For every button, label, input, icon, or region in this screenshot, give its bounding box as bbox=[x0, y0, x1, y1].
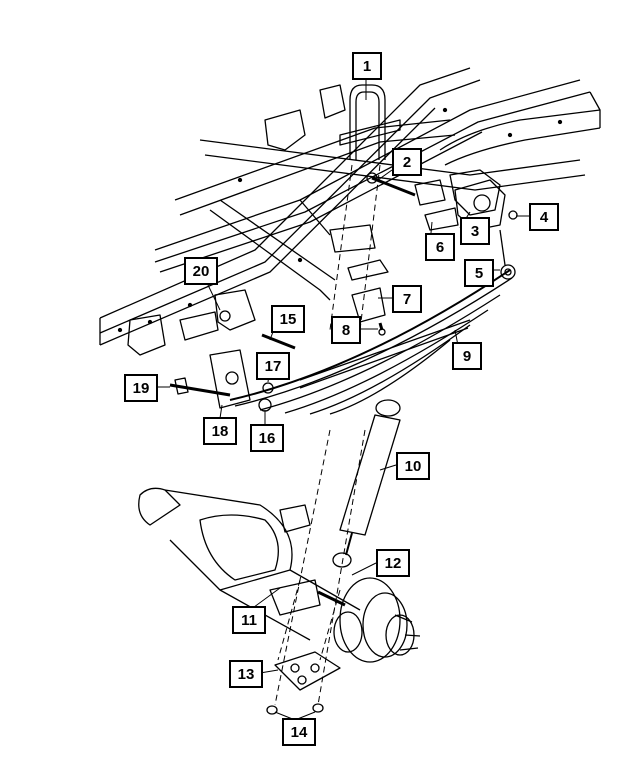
shock-absorber bbox=[332, 399, 401, 568]
callout-16: 16 bbox=[250, 424, 284, 452]
callout-19: 19 bbox=[124, 374, 158, 402]
callout-9: 9 bbox=[452, 342, 482, 370]
callout-4: 4 bbox=[529, 203, 559, 231]
callout-1: 1 bbox=[352, 52, 382, 80]
callout-10: 10 bbox=[396, 452, 430, 480]
callout-5: 5 bbox=[464, 259, 494, 287]
callout-14: 14 bbox=[282, 718, 316, 746]
callout-8: 8 bbox=[331, 316, 361, 344]
shackle bbox=[499, 229, 516, 280]
callout-15: 15 bbox=[271, 305, 305, 333]
rear-axle bbox=[138, 487, 421, 663]
jounce-bumper bbox=[347, 259, 389, 336]
callout-20: 20 bbox=[184, 257, 218, 285]
callout-6: 6 bbox=[425, 233, 455, 261]
spring-plate bbox=[266, 651, 341, 715]
callout-18: 18 bbox=[203, 417, 237, 445]
callout-7: 7 bbox=[392, 285, 422, 313]
callout-2: 2 bbox=[392, 148, 422, 176]
callout-3: 3 bbox=[460, 217, 490, 245]
u-bolt bbox=[339, 84, 401, 160]
rear-hanger-hardware bbox=[169, 310, 296, 412]
callout-13: 13 bbox=[229, 660, 263, 688]
callout-17: 17 bbox=[256, 352, 290, 380]
front-hanger-hardware bbox=[366, 172, 518, 231]
callout-12: 12 bbox=[376, 549, 410, 577]
callout-11: 11 bbox=[232, 606, 266, 634]
assembly-guidelines bbox=[274, 164, 381, 706]
